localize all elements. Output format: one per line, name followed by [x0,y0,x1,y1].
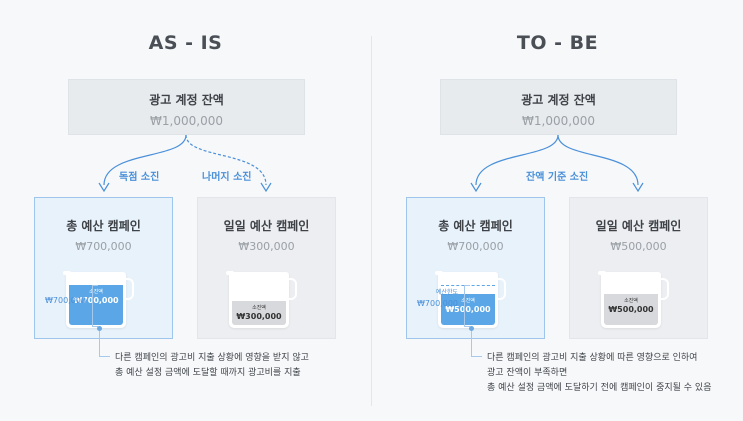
side-budget-limit: 예산한도 ₩700,000 [410,287,458,309]
note-connector [471,331,482,357]
pitcher-icon: 소진액 ₩700,000 [63,271,134,328]
note-line-2: 광고 잔액이 부족하면 [487,368,568,378]
spend-label: 소진액 [461,298,475,304]
spend-label: 소진액 [624,298,638,304]
to-be-heading: TO - BE [516,32,599,54]
campaign-budget: ₩500,000 [610,240,667,253]
daily-budget-campaign-box: 일일 예산 캠페인 ₩300,000 소진액 ₩300,000 [197,197,336,339]
campaign-budget: ₩700,000 [75,240,132,253]
daily-budget-campaign-box: 일일 예산 캠페인 ₩500,000 소진액 ₩500,000 [569,197,708,339]
bracket [92,285,98,327]
campaign-title: 일일 예산 캠페인 [595,219,682,233]
divider [371,36,372,406]
spend-value: ₩700,000 [73,296,119,305]
spend-fill: 소진액 ₩700,000 [69,285,123,325]
spend-fill: 소진액 ₩300,000 [232,301,286,325]
to-be-note: 다른 캠페인의 광고비 지출 상황에 따른 영향으로 인하여 광고 잔액이 부족… [487,351,711,396]
note-line-3: 총 예산 설정 금액에 도달하기 전에 캠페인이 중지될 수 있음 [487,383,712,393]
note-line-2: 총 예산 설정 금액에 도달할 때까지 광고비를 지출 [115,368,301,378]
budget-limit-label: 예산한도 [435,289,458,296]
budget-limit-value: ₩700,000 [417,299,458,308]
note-line-1: 다른 캠페인의 광고비 지출 상황에 따른 영향으로 인하여 [487,353,698,363]
campaign-budget: ₩300,000 [238,240,295,253]
spend-value: ₩300,000 [236,312,282,321]
spend-label: 소진액 [89,289,103,295]
note-dot [97,326,102,331]
side-budget-value: ₩700,000 [45,296,86,305]
as-is-flow-arrows [98,134,272,193]
note-connector [99,331,110,357]
to-be-account-box: 광고 계정 잔액 ₩1,000,000 [440,79,677,135]
campaign-title: 총 예산 캠페인 [438,219,513,233]
bracket [464,285,470,327]
pitcher-icon: 소진액 ₩500,000 [435,271,506,328]
account-balance: ₩1,000,000 [522,114,595,128]
spend-value: ₩500,000 [445,305,491,314]
campaign-title: 총 예산 캠페인 [66,219,141,233]
as-is-note: 다른 캠페인의 광고비 지출 상황에 영향을 받지 않고 총 예산 설정 금액에… [115,351,309,381]
spend-value: ₩500,000 [608,305,654,314]
pitcher-icon: 소진액 ₩300,000 [226,271,297,328]
total-budget-campaign-box: 총 예산 캠페인 ₩700,000 소진액 ₩700,000 [34,197,173,339]
note-dot [469,326,474,331]
total-budget-campaign-box: 총 예산 캠페인 ₩700,000 소진액 ₩500,000 [406,197,545,339]
spend-fill: 소진액 ₩500,000 [441,294,495,325]
flow-label-remainder: 나머지 소진 [202,172,252,183]
pitcher-icon: 소진액 ₩500,000 [598,271,669,328]
account-title: 광고 계정 잔액 [521,93,596,107]
campaign-title: 일일 예산 캠페인 [223,219,310,233]
as-is-heading: AS - IS [148,32,223,54]
campaign-budget: ₩700,000 [447,240,504,253]
note-line-1: 다른 캠페인의 광고비 지출 상황에 영향을 받지 않고 [115,353,309,363]
to-be-panel: TO - BE 광고 계정 잔액 ₩1,000,000 잔액 기준 소진 총 예… [372,0,743,421]
spend-label: 소진액 [252,305,266,311]
as-is-panel: AS - IS 광고 계정 잔액 ₩1,000,000 독점 소진 나머지 소진… [0,0,371,421]
account-title: 광고 계정 잔액 [149,93,224,107]
to-be-flow-arrows [470,134,644,193]
account-balance: ₩1,000,000 [150,114,223,128]
as-is-account-box: 광고 계정 잔액 ₩1,000,000 [68,79,305,135]
flow-label-exclusive: 독점 소진 [119,172,160,183]
spend-fill: 소진액 ₩500,000 [604,294,658,325]
flow-label-balance-based: 잔액 기준 소진 [526,172,589,183]
